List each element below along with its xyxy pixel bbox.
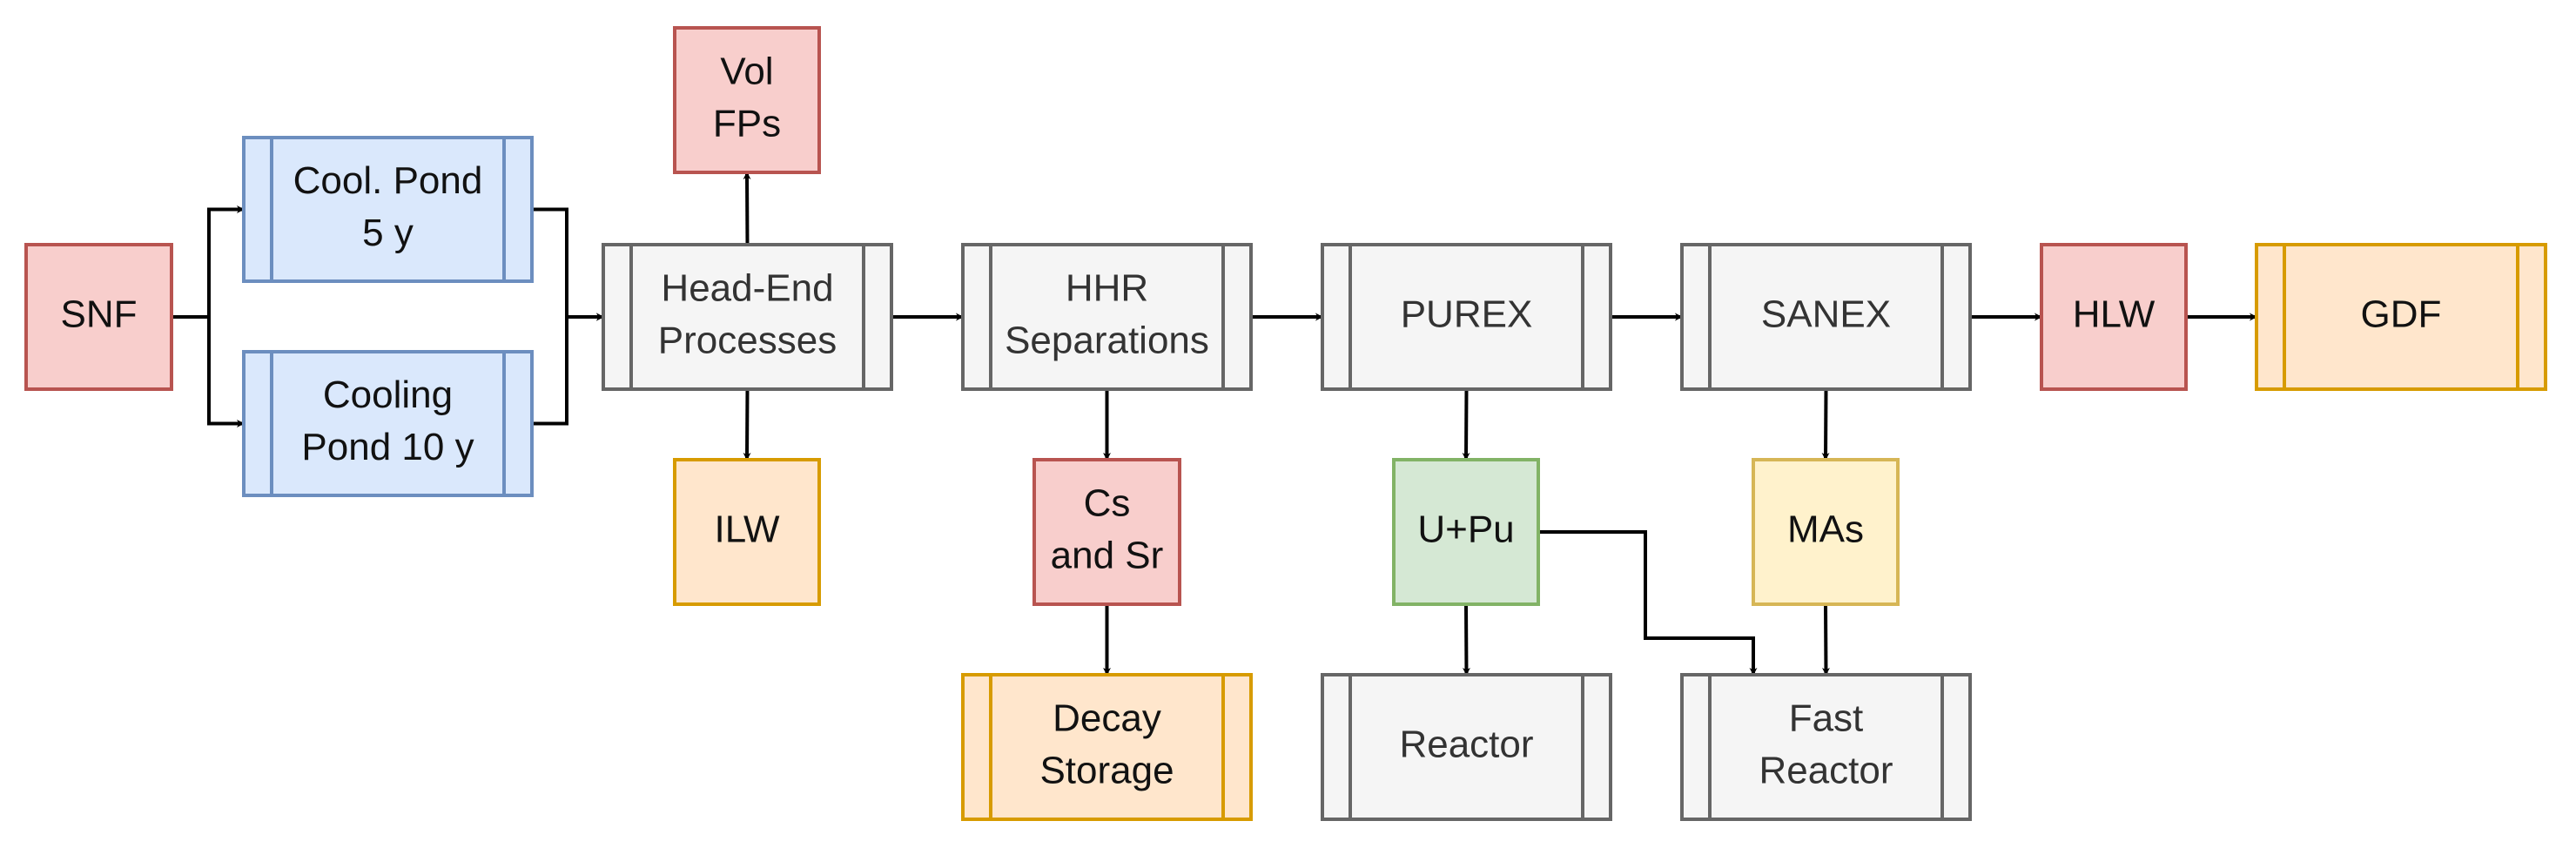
- node-hhr: HHR Separations: [961, 243, 1253, 391]
- edge-cooling-pond-10y-to-head-end: [532, 313, 604, 426]
- mas-label-line-1: MAs: [1787, 508, 1864, 551]
- vol-fps-box: [673, 26, 821, 174]
- reactor-label-line-1: Reactor: [1399, 723, 1533, 766]
- cool-pond-5y-box: [242, 136, 534, 283]
- hlw-label-line-1: HLW: [2073, 293, 2156, 336]
- node-cs-sr: Cs and Sr: [1032, 458, 1181, 606]
- hlw-box: [2040, 243, 2188, 391]
- node-sanex: SANEX: [1680, 243, 1972, 391]
- cool-pond-5y-label-line-2: 5 y: [362, 212, 414, 254]
- node-ilw: ILW: [673, 458, 821, 606]
- sanex-box: [1680, 243, 1972, 391]
- ilw-label-line-1: ILW: [715, 508, 780, 551]
- edge-purex-to-u-pu: [1462, 388, 1470, 461]
- node-reactor: Reactor: [1321, 673, 1612, 821]
- cs-sr-label-line-2: and Sr: [1051, 535, 1164, 577]
- edge-snf-to-cooling-pond-10y: [172, 315, 245, 427]
- decay-storage-box: [961, 673, 1253, 821]
- fast-reactor-box: [1680, 673, 1972, 821]
- purex-box: [1321, 243, 1612, 391]
- head-end-label-line-2: Processes: [658, 320, 837, 362]
- u-pu-label-line-1: U+Pu: [1417, 508, 1514, 551]
- edge-head-end-to-ilw: [743, 388, 751, 461]
- edge-u-pu-to-reactor: [1462, 603, 1470, 676]
- fast-reactor-label-line-2: Reactor: [1759, 750, 1893, 792]
- u-pu-box: [1392, 458, 1540, 606]
- gdf-box: [2255, 243, 2547, 391]
- reactor-box: [1321, 673, 1612, 821]
- sanex-label-line-1: SANEX: [1761, 293, 1891, 336]
- head-end-label-line-1: Head-End: [661, 267, 833, 310]
- cs-sr-box: [1032, 458, 1181, 606]
- snf-box: [24, 243, 173, 391]
- cooling-pond-10y-label-line-1: Cooling: [323, 374, 453, 416]
- cooling-pond-10y-label-line-2: Pond 10 y: [301, 426, 474, 468]
- gdf-label-line-1: GDF: [2361, 293, 2442, 336]
- node-hlw: HLW: [2040, 243, 2188, 391]
- cooling-pond-10y-box: [242, 350, 534, 497]
- mas-box: [1752, 458, 1900, 606]
- node-mas: MAs: [1752, 458, 1900, 606]
- hhr-label-line-1: HHR: [1066, 267, 1148, 310]
- node-snf: SNF: [24, 243, 173, 391]
- hhr-label-line-2: Separations: [1005, 320, 1209, 362]
- hhr-box: [961, 243, 1253, 391]
- purex-label-line-1: PUREX: [1401, 293, 1533, 336]
- node-cool-pond-5y: Cool. Pond 5 y: [242, 136, 534, 283]
- cool-pond-5y-label-line-1: Cool. Pond: [293, 159, 483, 202]
- edge-cool-pond-5y-to-head-end: [532, 207, 604, 321]
- decay-storage-label-line-2: Storage: [1039, 750, 1174, 792]
- vol-fps-label-line-1: Vol: [720, 50, 773, 93]
- decay-storage-label-line-1: Decay: [1053, 697, 1161, 740]
- fast-reactor-label-line-1: Fast: [1789, 697, 1864, 740]
- node-purex: PUREX: [1321, 243, 1612, 391]
- edge-u-pu-to-fast-reactor: [1538, 530, 1758, 676]
- snf-label-line-1: SNF: [61, 293, 138, 336]
- vol-fps-label-line-2: FPs: [713, 103, 781, 145]
- node-u-pu: U+Pu: [1392, 458, 1540, 606]
- node-gdf: GDF: [2255, 243, 2547, 391]
- head-end-box: [602, 243, 893, 391]
- edges-layer: [172, 172, 2257, 676]
- ilw-box: [673, 458, 821, 606]
- cs-sr-label-line-1: Cs: [1084, 482, 1131, 525]
- edge-snf-to-cool-pond-5y: [172, 205, 245, 319]
- edge-head-end-to-vol-fps: [743, 172, 751, 246]
